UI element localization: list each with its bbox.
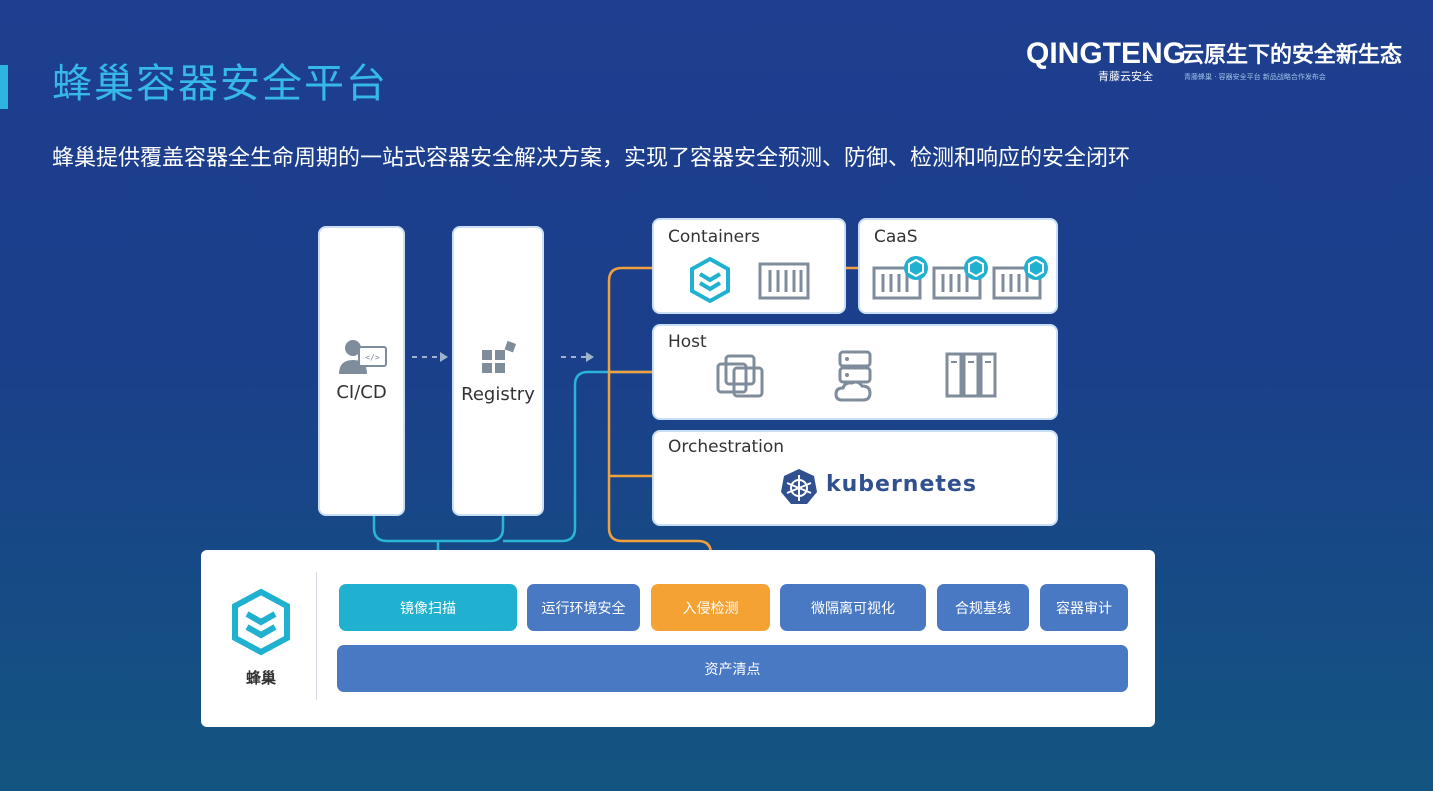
caas-container-3 <box>992 256 1048 300</box>
feature-image-scan[interactable]: 镜像扫描 <box>339 584 517 631</box>
host-link-cyan <box>503 370 656 543</box>
caas-container-1 <box>872 256 928 300</box>
page-subtitle: 蜂巢提供覆盖容器全生命周期的一站式容器安全解决方案，实现了容器安全预测、防御、检… <box>52 146 1131 171</box>
developer-icon: </> <box>339 340 387 374</box>
feature-microseg-visual[interactable]: 微隔离可视化 <box>780 584 926 631</box>
event-slogan: 云原生下的安全新生态 <box>1182 43 1403 68</box>
host-panel: Host <box>652 324 1058 420</box>
feature-container-audit[interactable]: 容器审计 <box>1040 584 1128 631</box>
registry-panel: Registry <box>452 226 544 516</box>
kubernetes-label: kubernetes <box>826 472 977 497</box>
cicd-panel: </> CI/CD <box>318 226 405 516</box>
qingteng-logo-subtext: 青藤云安全 <box>1098 70 1153 83</box>
server-cloud-icon <box>834 350 872 402</box>
page-title: 蜂巢容器安全平台 <box>52 61 388 107</box>
caas-panel: CaaS <box>858 218 1058 314</box>
event-slogan-subtext: 青藤蜂巢 · 容器安全平台 新品战略合作发布会 <box>1184 73 1326 81</box>
intrusion-link <box>607 266 713 584</box>
containers-label: Containers <box>668 227 760 247</box>
feature-compliance-baseline[interactable]: 合规基线 <box>937 584 1029 631</box>
orchestration-label: Orchestration <box>668 437 785 457</box>
feature-asset-inventory[interactable]: 资产清点 <box>337 645 1128 692</box>
caas-containers-group <box>872 256 1048 300</box>
product-panel: 蜂巢 <box>201 550 1155 727</box>
product-divider <box>316 572 317 700</box>
registry-blocks-icon <box>482 340 517 373</box>
hive-logo-icon <box>232 588 290 656</box>
registry-label: Registry <box>461 384 535 405</box>
caas-label: CaaS <box>874 227 918 247</box>
feature-intrusion-detection[interactable]: 入侵检测 <box>651 584 770 631</box>
svg-text:</>: </> <box>365 353 380 362</box>
orchestration-panel: Orchestration kubernetes <box>652 430 1058 526</box>
hive-logo-icon <box>690 256 730 304</box>
rack-icon <box>945 352 997 398</box>
feature-runtime-security[interactable]: 运行环境安全 <box>527 584 640 631</box>
caas-container-2 <box>932 256 988 300</box>
containers-panel: Containers <box>652 218 846 314</box>
container-icon <box>758 262 810 300</box>
vm-icon <box>716 354 764 398</box>
title-accent-bar <box>0 65 8 109</box>
qingteng-logo: QINGTENG <box>1026 37 1187 70</box>
product-name: 蜂巢 <box>245 669 276 687</box>
cicd-registry-link <box>372 516 505 543</box>
kubernetes-icon <box>781 469 817 504</box>
cicd-label: CI/CD <box>336 382 387 403</box>
host-label: Host <box>668 332 707 352</box>
